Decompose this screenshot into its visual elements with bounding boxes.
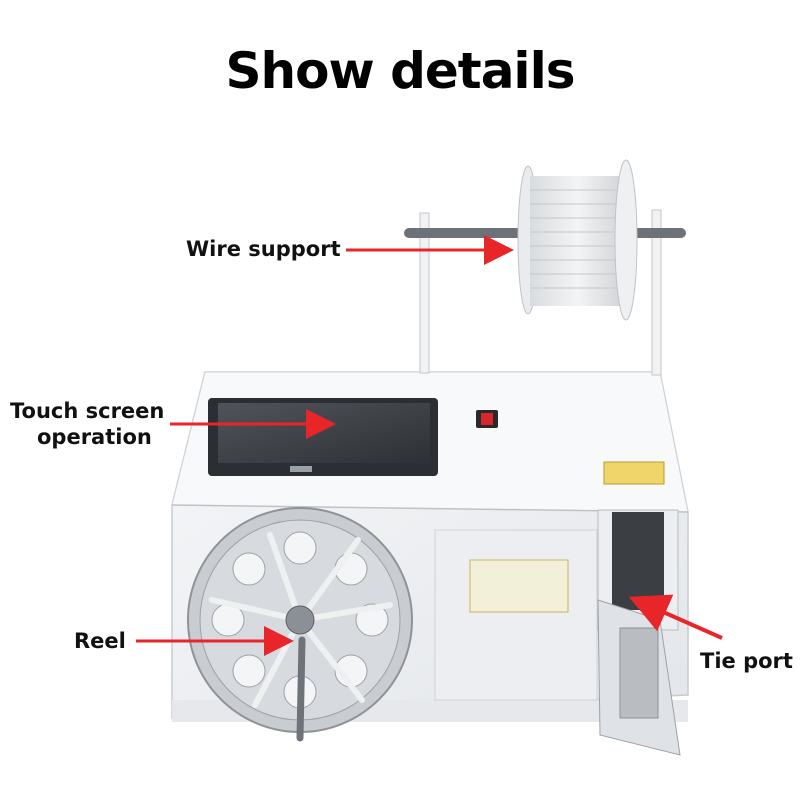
label-wire-support: Wire support (186, 237, 341, 261)
label-tie-port: Tie port (700, 649, 793, 673)
label-touch-screen-line1: Touch screen (10, 399, 165, 423)
wire-support (404, 159, 686, 376)
tie-port-arrow (628, 594, 723, 640)
reel (187, 507, 413, 742)
label-reel: Reel (74, 629, 126, 653)
safety-label (469, 559, 569, 613)
label-touch-screen-line2: operation (37, 425, 152, 449)
touch-screen (208, 398, 438, 476)
page-title: Show details (225, 42, 576, 100)
warning-label (603, 461, 665, 485)
